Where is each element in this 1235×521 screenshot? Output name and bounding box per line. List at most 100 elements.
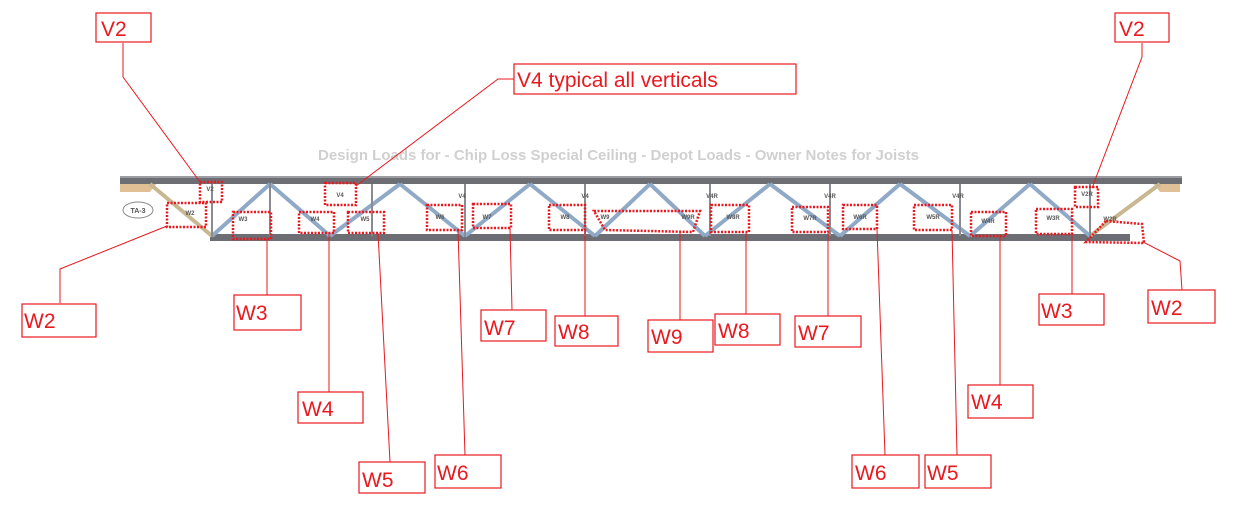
leader-lines	[59, 43, 1183, 463]
web-diagonal	[328, 182, 402, 238]
highlight-w6-right	[841, 203, 879, 231]
callout-w2-right: W2	[1147, 289, 1216, 324]
callout-box	[1114, 12, 1170, 43]
callout-box	[480, 309, 547, 342]
callout-box	[924, 454, 992, 489]
highlight-w5-right	[912, 203, 954, 232]
left-bearing-seat	[120, 182, 158, 192]
web-diagonal	[703, 182, 772, 238]
member-tag: W5	[361, 217, 371, 223]
tag-ellipse	[122, 201, 154, 219]
callout-label: W8	[558, 321, 590, 344]
member-tags: V2 W2 W3 V4 W4 W5 V4 W6 W7 V4 W8 W9 W9R …	[186, 187, 1118, 225]
member-tag: V4R	[706, 194, 718, 200]
member-tag: W2	[186, 211, 196, 217]
member-tag: W6	[436, 215, 446, 221]
callout-label: W3	[236, 302, 268, 325]
callout-box	[434, 454, 502, 489]
web-diagonal	[398, 182, 467, 238]
web-diagonal	[838, 182, 902, 238]
highlight-w9	[591, 209, 702, 234]
callout-label: W4	[302, 398, 334, 421]
callout-w4-right: W4	[967, 384, 1034, 419]
callout-label: W9	[651, 326, 683, 349]
member-tag: V4R	[824, 194, 836, 200]
member-tag: V2R	[1081, 192, 1093, 198]
web-diagonal	[968, 182, 1032, 238]
member-tag: W8R	[726, 215, 740, 221]
highlight-w4-right	[969, 210, 1008, 238]
callout-label: W3	[1041, 300, 1073, 323]
leader-w2-left	[59, 225, 168, 303]
highlight-w8-left	[547, 203, 587, 232]
callout-box	[647, 319, 714, 353]
leader-v2-right	[1091, 43, 1143, 189]
highlight-w3-right	[1034, 207, 1074, 236]
highlight-v4	[323, 181, 358, 207]
leader-w6-left	[457, 229, 466, 456]
member-tag: W7R	[803, 216, 817, 222]
callout-label: W7	[798, 322, 830, 345]
callout-label: W5	[362, 469, 394, 492]
member-tag: W7	[483, 215, 493, 221]
callout-box	[358, 461, 426, 494]
leader-v4	[355, 78, 514, 187]
callout-w2-left: W2	[21, 303, 97, 338]
web-diagonal	[268, 182, 332, 238]
member-tag: W4	[311, 217, 321, 223]
callout-w4-left: W4	[297, 391, 364, 424]
highlight-w2-left	[165, 201, 208, 229]
callout-w6-left: W6	[434, 454, 502, 489]
leader-w5-left	[377, 232, 391, 463]
callout-label: W4	[971, 391, 1003, 414]
callout-w8-right: W8	[714, 313, 781, 346]
top-chord-highlight	[120, 176, 1182, 178]
member-tag: W2R	[1103, 217, 1117, 223]
tag-label: TA-3	[130, 208, 145, 215]
faded-title: Design Loads for - Chip Loss Special Cei…	[318, 147, 919, 164]
callout-w3-right: W3	[1038, 293, 1105, 326]
highlight-v2-left	[198, 180, 224, 204]
highlight-w5-left	[346, 210, 386, 235]
callout-box	[714, 313, 781, 346]
callout-box	[233, 294, 302, 331]
leader-w5-right	[951, 229, 958, 456]
callout-v4-note: V4 typical all verticals	[513, 63, 797, 95]
callout-w5-right: W5	[924, 454, 992, 489]
leader-v2-left	[122, 43, 201, 183]
web-diagonal	[898, 182, 972, 238]
bottom-chord	[210, 234, 1130, 241]
leader-w2-right	[1142, 241, 1183, 291]
member-tag: W3	[239, 217, 249, 223]
highlight-w4-left	[297, 210, 336, 235]
web-diagonal	[463, 182, 532, 238]
member-tag: V4	[336, 193, 344, 199]
highlight-w2-right	[1083, 219, 1146, 245]
member-tag: V4R	[952, 194, 964, 200]
callout-box	[513, 63, 797, 95]
callout-v2-left: V2	[95, 12, 152, 43]
member-tag: W4R	[981, 219, 995, 225]
web-diagonal	[1028, 182, 1092, 238]
callout-w3-left: W3	[233, 294, 302, 331]
callout-box	[1038, 293, 1105, 326]
member-highlights	[165, 180, 1146, 245]
callout-w8-left: W8	[554, 315, 619, 347]
callout-box	[851, 454, 920, 489]
callout-label: W2	[1151, 297, 1183, 320]
callout-label: W2	[24, 310, 56, 333]
highlight-w8-right	[709, 203, 751, 234]
callout-box	[1147, 289, 1216, 324]
member-tag: V4	[458, 194, 466, 200]
callout-label: W5	[927, 462, 959, 485]
leader-w6-right	[876, 228, 886, 456]
callout-box	[297, 391, 364, 424]
joist: TA-3	[120, 176, 1182, 241]
leader-w7-left	[509, 227, 513, 311]
callout-label: W6	[437, 462, 469, 485]
member-tag: V2	[206, 187, 214, 193]
callout-box	[95, 12, 152, 43]
web-diagonal	[210, 182, 272, 238]
